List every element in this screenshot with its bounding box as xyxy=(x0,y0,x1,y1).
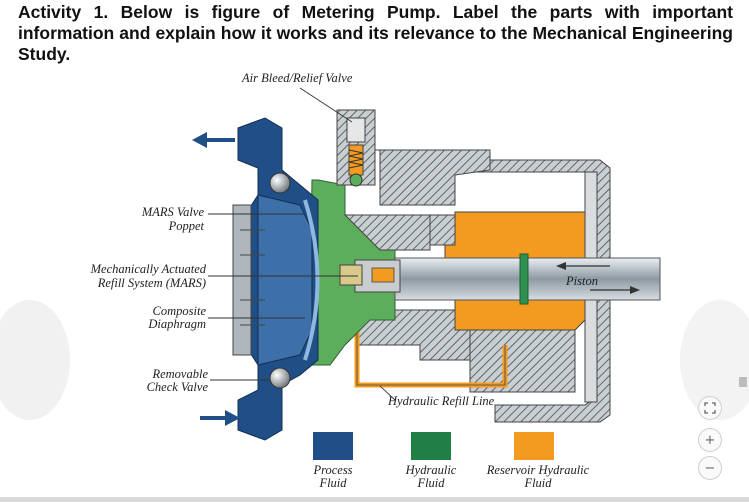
mars-system-label-line1: Mechanically Actuated xyxy=(90,262,207,276)
check-valve-label-line2: Check Valve xyxy=(147,380,209,394)
diaphragm-label-line1: Composite xyxy=(153,304,207,318)
check-valve-label-line1: Removable xyxy=(151,367,208,381)
piston-label: Piston xyxy=(565,274,598,288)
legend-reservoir-line1: Reservoir Hydraulic xyxy=(486,463,590,477)
legend-swatch-hydraulic xyxy=(411,432,451,460)
legend-reservoir-line2: Fluid xyxy=(523,476,552,490)
legend-process-line2: Fluid xyxy=(318,476,347,490)
air-bleed-relief-valve xyxy=(336,109,376,187)
mars-mechanism xyxy=(339,259,401,293)
legend-swatch-process xyxy=(313,432,353,460)
removable-check-valve xyxy=(269,367,291,389)
zoom-in-button[interactable]: + xyxy=(698,428,722,452)
hydraulic-refill-line xyxy=(354,300,508,388)
legend: Process Fluid Hydraulic Fluid Reservoir … xyxy=(312,432,590,490)
legend-swatch-reservoir xyxy=(514,432,554,460)
bottom-scroll-strip xyxy=(0,497,749,502)
legend-hydraulic-line1: Hydraulic xyxy=(405,463,457,477)
legend-process-line1: Process xyxy=(312,463,352,477)
mars-system-label-line2: Refill System (MARS) xyxy=(97,276,206,290)
legend-hydraulic-line2: Fluid xyxy=(416,476,445,490)
composite-diaphragm xyxy=(303,199,320,361)
poppet-label: Poppet xyxy=(168,219,205,233)
process-fluid-head xyxy=(232,117,319,441)
scrollbar-thumb[interactable] xyxy=(739,377,747,387)
air-bleed-label: Air Bleed/Relief Valve xyxy=(241,71,353,85)
fit-screen-icon[interactable] xyxy=(698,396,722,420)
diaphragm-label-line2: Diaphragm xyxy=(147,317,206,331)
mars-valve-label: MARS Valve xyxy=(141,205,205,219)
leader-lines xyxy=(208,87,396,401)
background-blob-left xyxy=(0,300,70,420)
inlet-arrow-icon xyxy=(200,410,240,426)
zoom-out-button[interactable]: − xyxy=(698,456,722,480)
piston: Piston xyxy=(394,253,661,305)
check-valve-top xyxy=(269,172,291,194)
refill-line-label: Hydraulic Refill Line xyxy=(387,394,495,408)
activity-instructions: Activity 1. Below is figure of Metering … xyxy=(18,2,733,64)
background-blob-right xyxy=(680,300,749,420)
outlet-arrow-icon xyxy=(192,132,235,148)
